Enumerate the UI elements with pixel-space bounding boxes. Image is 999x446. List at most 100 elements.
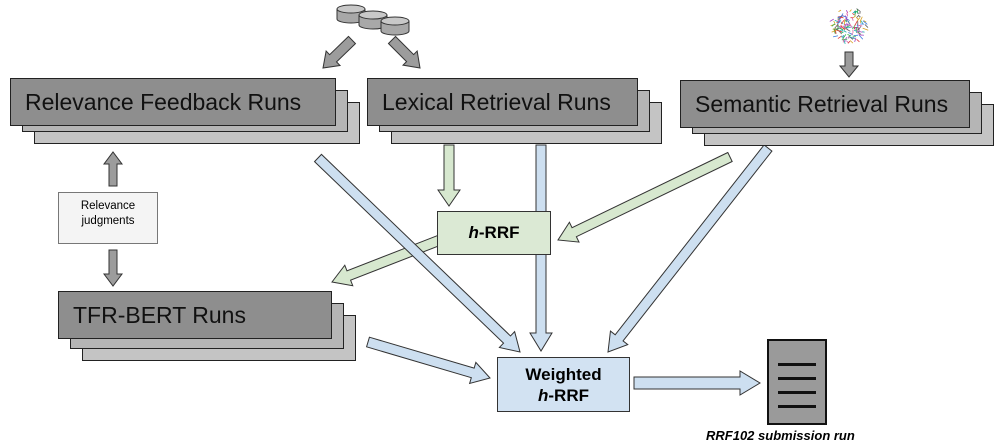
embedding-stroke [857,26,862,31]
embedding-stroke [854,20,858,26]
embedding-stroke [846,11,849,15]
weighted-h-italic: h [538,385,549,405]
semantic-retrieval-runs: Semantic Retrieval Runs [680,80,994,146]
embedding-stroke [856,24,859,28]
embedding-stroke [856,39,860,43]
db-to-lexical-arrow [387,35,421,69]
embedding-stroke [852,15,857,19]
embedding-stroke [853,26,856,30]
embedding-stroke [852,12,855,16]
embedding-stroke [860,20,864,24]
embedding-cloud-icon [829,8,869,45]
relevance-judgments-note: Relevance judgments [58,192,158,244]
embedding-stroke [837,27,843,30]
embedding-stroke [856,14,860,18]
embedding-stroke [843,18,846,25]
submission-run-caption: RRF102 submission run [706,428,855,443]
embedding-stroke [864,24,869,28]
embedding-stroke [843,39,846,45]
feedback-to-weighted-arrow [313,153,521,353]
judgments-to-tfr-arrow [103,249,123,287]
embedding-stroke [833,20,836,24]
embedding-stroke [859,16,863,22]
lexical-retrieval-runs: Lexical Retrieval Runs [367,78,662,144]
embedding-stroke [857,24,863,27]
embedding-stroke [837,19,839,22]
weighted-h-rrf-box: Weighted h-RRF [497,357,630,412]
note-line-2: judgments [81,215,135,227]
embedding-stroke [850,36,856,40]
relevance-feedback-runs: Relevance Feedback Runs [10,78,360,144]
embedding-stroke [846,28,851,32]
embedding-stroke [847,33,851,37]
embedding-stroke [863,20,867,23]
lexical-to-hrrf-arrow [437,144,461,207]
embedding-stroke [858,15,861,18]
embedding-stroke [844,15,848,21]
embedding-stroke [842,34,847,40]
relevance-feedback-label: Relevance Feedback Runs [10,78,336,126]
h-rrf-box: h-RRF [437,211,551,255]
embedding-stroke [854,37,857,42]
embedding-stroke [837,35,842,39]
embedding-stroke [849,9,852,12]
embedding-stroke [845,19,850,22]
embedding-stroke [849,23,852,27]
embedding-stroke [842,34,845,38]
embedding-stroke [844,19,847,23]
embedding-stroke [862,20,868,25]
embedding-stroke [840,25,846,30]
embedding-stroke [836,21,839,24]
embedding-stroke [857,31,861,35]
embedding-stroke [829,18,834,22]
embedding-stroke [831,29,838,33]
embedding-stroke [858,34,864,40]
database-icon [336,4,410,36]
embedding-stroke [840,19,845,25]
weighted-line-1: Weighted [525,364,602,384]
embedding-stroke [846,40,849,44]
tfr-bert-runs: TFR-BERT Runs [58,291,356,361]
note-line-1: Relevance [80,200,136,212]
embedding-stroke [854,10,857,16]
embedding-stroke [841,38,848,41]
embedding-stroke [837,15,842,19]
embedding-stroke [856,27,860,32]
embedding-stroke [851,32,853,36]
embedding-stroke [862,27,869,31]
embedding-stroke [849,36,854,40]
embedding-stroke [843,30,847,33]
embedding-stroke [842,25,846,30]
embedding-stroke [857,30,863,33]
embedding-stroke [832,35,839,38]
embedding-stroke [836,29,842,33]
tfr-to-weighted-arrow [365,336,491,385]
semantic-retrieval-label: Semantic Retrieval Runs [680,80,970,128]
judgments-to-feedback-arrow [103,151,123,187]
embedding-stroke [845,37,848,40]
embedding-stroke [851,17,854,21]
weighted-suffix: -RRF [548,385,589,405]
embedding-stroke [852,11,858,14]
embedding-stroke [836,28,839,31]
embedding-stroke [837,25,840,28]
embedding-stroke [841,16,844,19]
embedding-stroke [856,8,861,13]
embedding-stroke [847,40,851,44]
embedding-stroke [838,9,842,12]
embedding-stroke [856,17,861,22]
embedding-stroke [841,31,844,34]
embedding-stroke [855,17,859,20]
embedding-stroke [834,23,839,29]
embedding-stroke [831,23,836,27]
db-to-relevance-feedback-arrow [322,35,357,69]
cloud-to-semantic-arrow [838,51,860,78]
semantic-to-weighted-arrow [607,144,773,353]
document-icon [767,339,827,425]
embedding-stroke [839,29,843,31]
tfr-bert-label: TFR-BERT Runs [58,291,332,339]
weighted-to-document-arrow [633,370,761,396]
embedding-stroke [836,20,842,25]
